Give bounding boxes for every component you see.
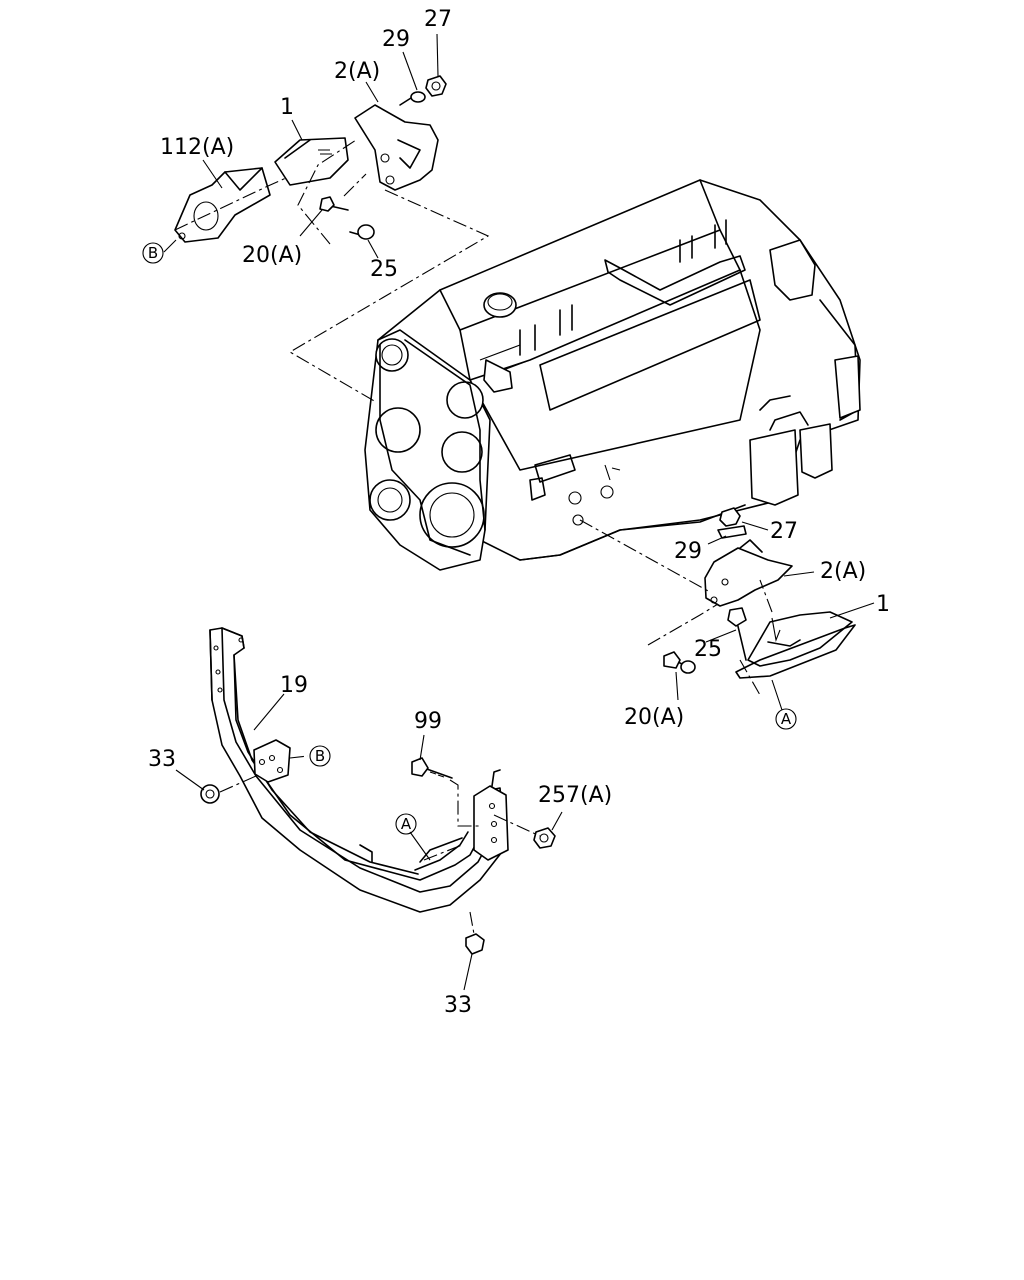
svg-text:A: A — [401, 815, 412, 833]
callout-27-top: 27 — [424, 7, 452, 32]
reference-mark-a-right: A — [775, 708, 797, 730]
front-mount-assembly — [163, 33, 490, 403]
engine-block — [364, 179, 861, 571]
callout-19: 19 — [280, 673, 308, 698]
svg-text:B: B — [315, 747, 325, 765]
callout-1-top: 1 — [280, 95, 294, 120]
callout-25-top: 25 — [370, 257, 398, 282]
callout-257a: 257(A) — [538, 783, 612, 808]
callout-1-right: 1 — [876, 592, 890, 617]
crossmember-assembly — [175, 627, 563, 991]
reference-marks: B A B A — [142, 242, 797, 835]
rear-mount-assembly — [579, 507, 875, 711]
callout-33-left: 33 — [148, 747, 176, 772]
callout-20a-top: 20(A) — [242, 243, 302, 268]
callout-29-top: 29 — [382, 27, 410, 52]
callout-labels: 27 29 2(A) 1 112(A) 20(A) 25 27 29 2(A) … — [148, 7, 890, 1018]
callout-29-right: 29 — [674, 539, 702, 564]
svg-text:A: A — [781, 710, 792, 728]
callout-2a-right: 2(A) — [820, 559, 866, 584]
callout-27-right: 27 — [770, 519, 798, 544]
reference-mark-a-lower: A — [395, 813, 417, 835]
reference-mark-b-top: B — [142, 242, 164, 264]
reference-mark-b-lower: B — [309, 745, 331, 767]
callout-33-bottom: 33 — [444, 993, 472, 1018]
svg-text:B: B — [148, 244, 158, 262]
callout-25-right: 25 — [694, 637, 722, 662]
callout-20a-right: 20(A) — [624, 705, 684, 730]
callout-2a-top: 2(A) — [334, 59, 380, 84]
callout-112a: 112(A) — [160, 135, 234, 160]
callout-99: 99 — [414, 709, 442, 734]
